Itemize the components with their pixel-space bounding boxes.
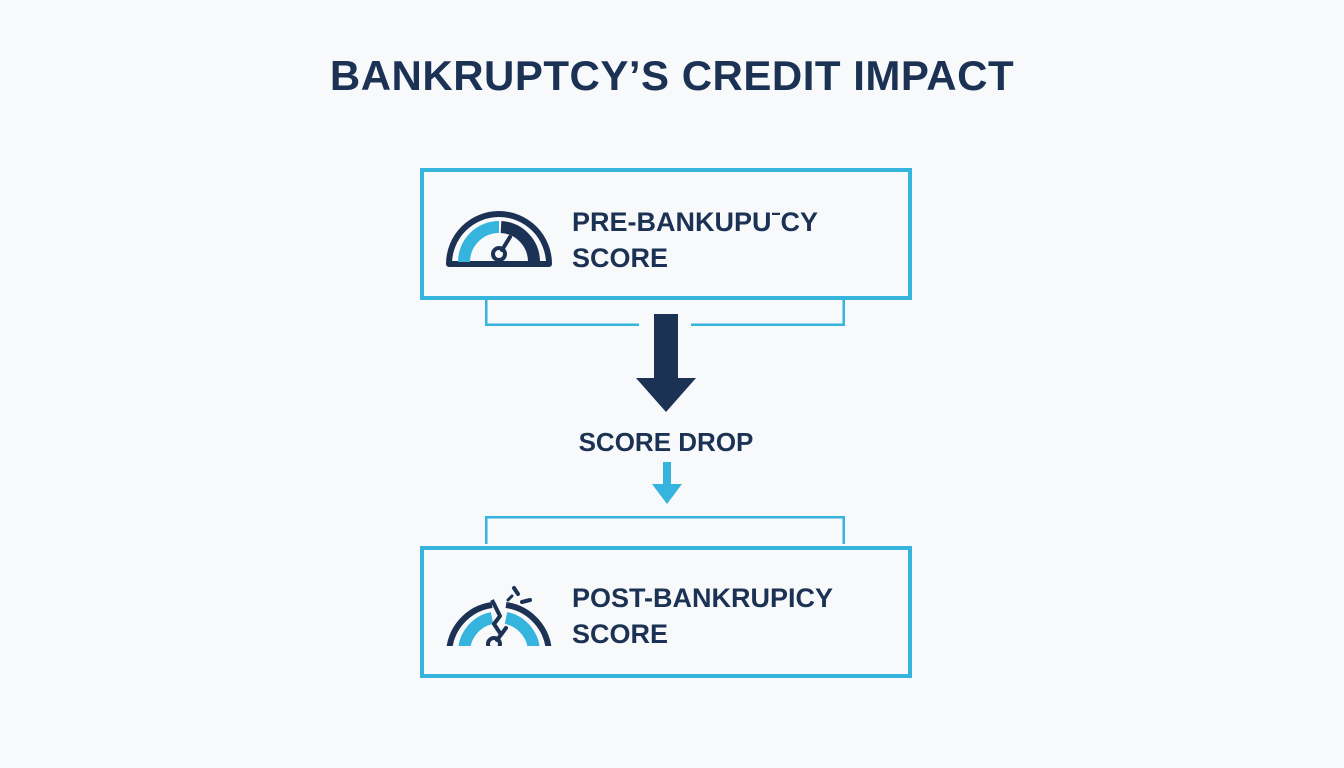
speedometer-gauge-icon <box>446 211 552 267</box>
diagram-title: BANKRUPTCY’S CREDIT IMPACT <box>329 52 1015 99</box>
pre-label-line2: SCORE <box>572 243 669 273</box>
bottom-connector-bracket <box>485 516 845 544</box>
broken-speedometer-gauge-icon <box>446 586 552 646</box>
post-label-line1: POST-BANKRUPICY <box>572 583 834 613</box>
post-label-line2: SCORE <box>572 619 669 649</box>
arrow-down-icon <box>636 314 696 412</box>
pre-bankruptcy-score-box: PRE-BANKUPUˉCY SCORE <box>420 168 912 300</box>
post-bankruptcy-label: POST-BANKRUPICY SCORE <box>572 580 892 652</box>
score-drop-label: SCORE DROP <box>578 427 754 457</box>
top-connector-bracket <box>485 298 845 326</box>
small-arrow-down-icon <box>652 462 682 504</box>
pre-bankruptcy-label: PRE-BANKUPUˉCY SCORE <box>572 204 892 276</box>
pre-label-line1: PRE-BANKUPUˉCY <box>572 207 819 237</box>
post-bankruptcy-score-box: POST-BANKRUPICY SCORE <box>420 546 912 678</box>
